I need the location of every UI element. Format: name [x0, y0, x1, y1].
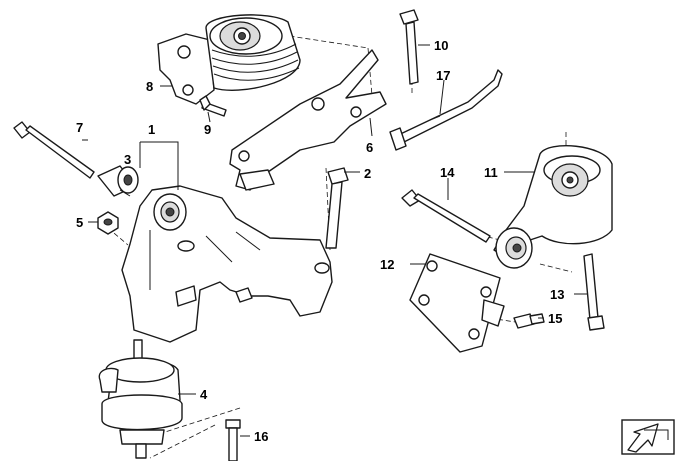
- bolt-16: [225, 419, 241, 461]
- callout-3: 3: [124, 152, 131, 167]
- callout-16: 16: [254, 429, 268, 444]
- hydro-mount: [98, 339, 183, 459]
- callout-9: 9: [204, 122, 211, 137]
- callout-4: 4: [200, 387, 208, 402]
- rear-torque-mount: [493, 145, 613, 269]
- direction-arrow-icon: [621, 419, 675, 455]
- bolt-13: [583, 253, 605, 331]
- cable-rod: [389, 69, 503, 151]
- upper-engine-mount: [157, 14, 301, 105]
- callout-10: 10: [434, 38, 448, 53]
- callout-leaders: [82, 44, 588, 437]
- callout-1: 1: [148, 122, 155, 137]
- callout-14: 14: [440, 165, 455, 180]
- callout-labels: 1 2 3 4 5 6 7 8 9 10 11 12 13 14 15 16 1…: [76, 38, 564, 444]
- callout-13: 13: [550, 287, 564, 302]
- callout-17: 17: [436, 68, 450, 83]
- callout-6: 6: [366, 140, 373, 155]
- main-engine-bracket: [121, 185, 333, 343]
- nut-5: [97, 211, 119, 235]
- callout-5: 5: [76, 215, 83, 230]
- callout-11: 11: [484, 165, 498, 180]
- bolt-14: [401, 189, 491, 243]
- bolt-10: [399, 9, 419, 85]
- callout-7: 7: [76, 120, 83, 135]
- bolt-2: [325, 167, 349, 249]
- callout-2: 2: [364, 166, 371, 181]
- bolt-7: [13, 121, 95, 179]
- callout-15: 15: [548, 311, 562, 326]
- bushing-3: [97, 165, 139, 197]
- support-bracket: [229, 49, 387, 191]
- mounting-plate: [409, 253, 505, 353]
- bolt-15: [513, 313, 545, 329]
- callout-12: 12: [380, 257, 394, 272]
- bolt-9: [199, 95, 227, 117]
- callout-8: 8: [146, 79, 153, 94]
